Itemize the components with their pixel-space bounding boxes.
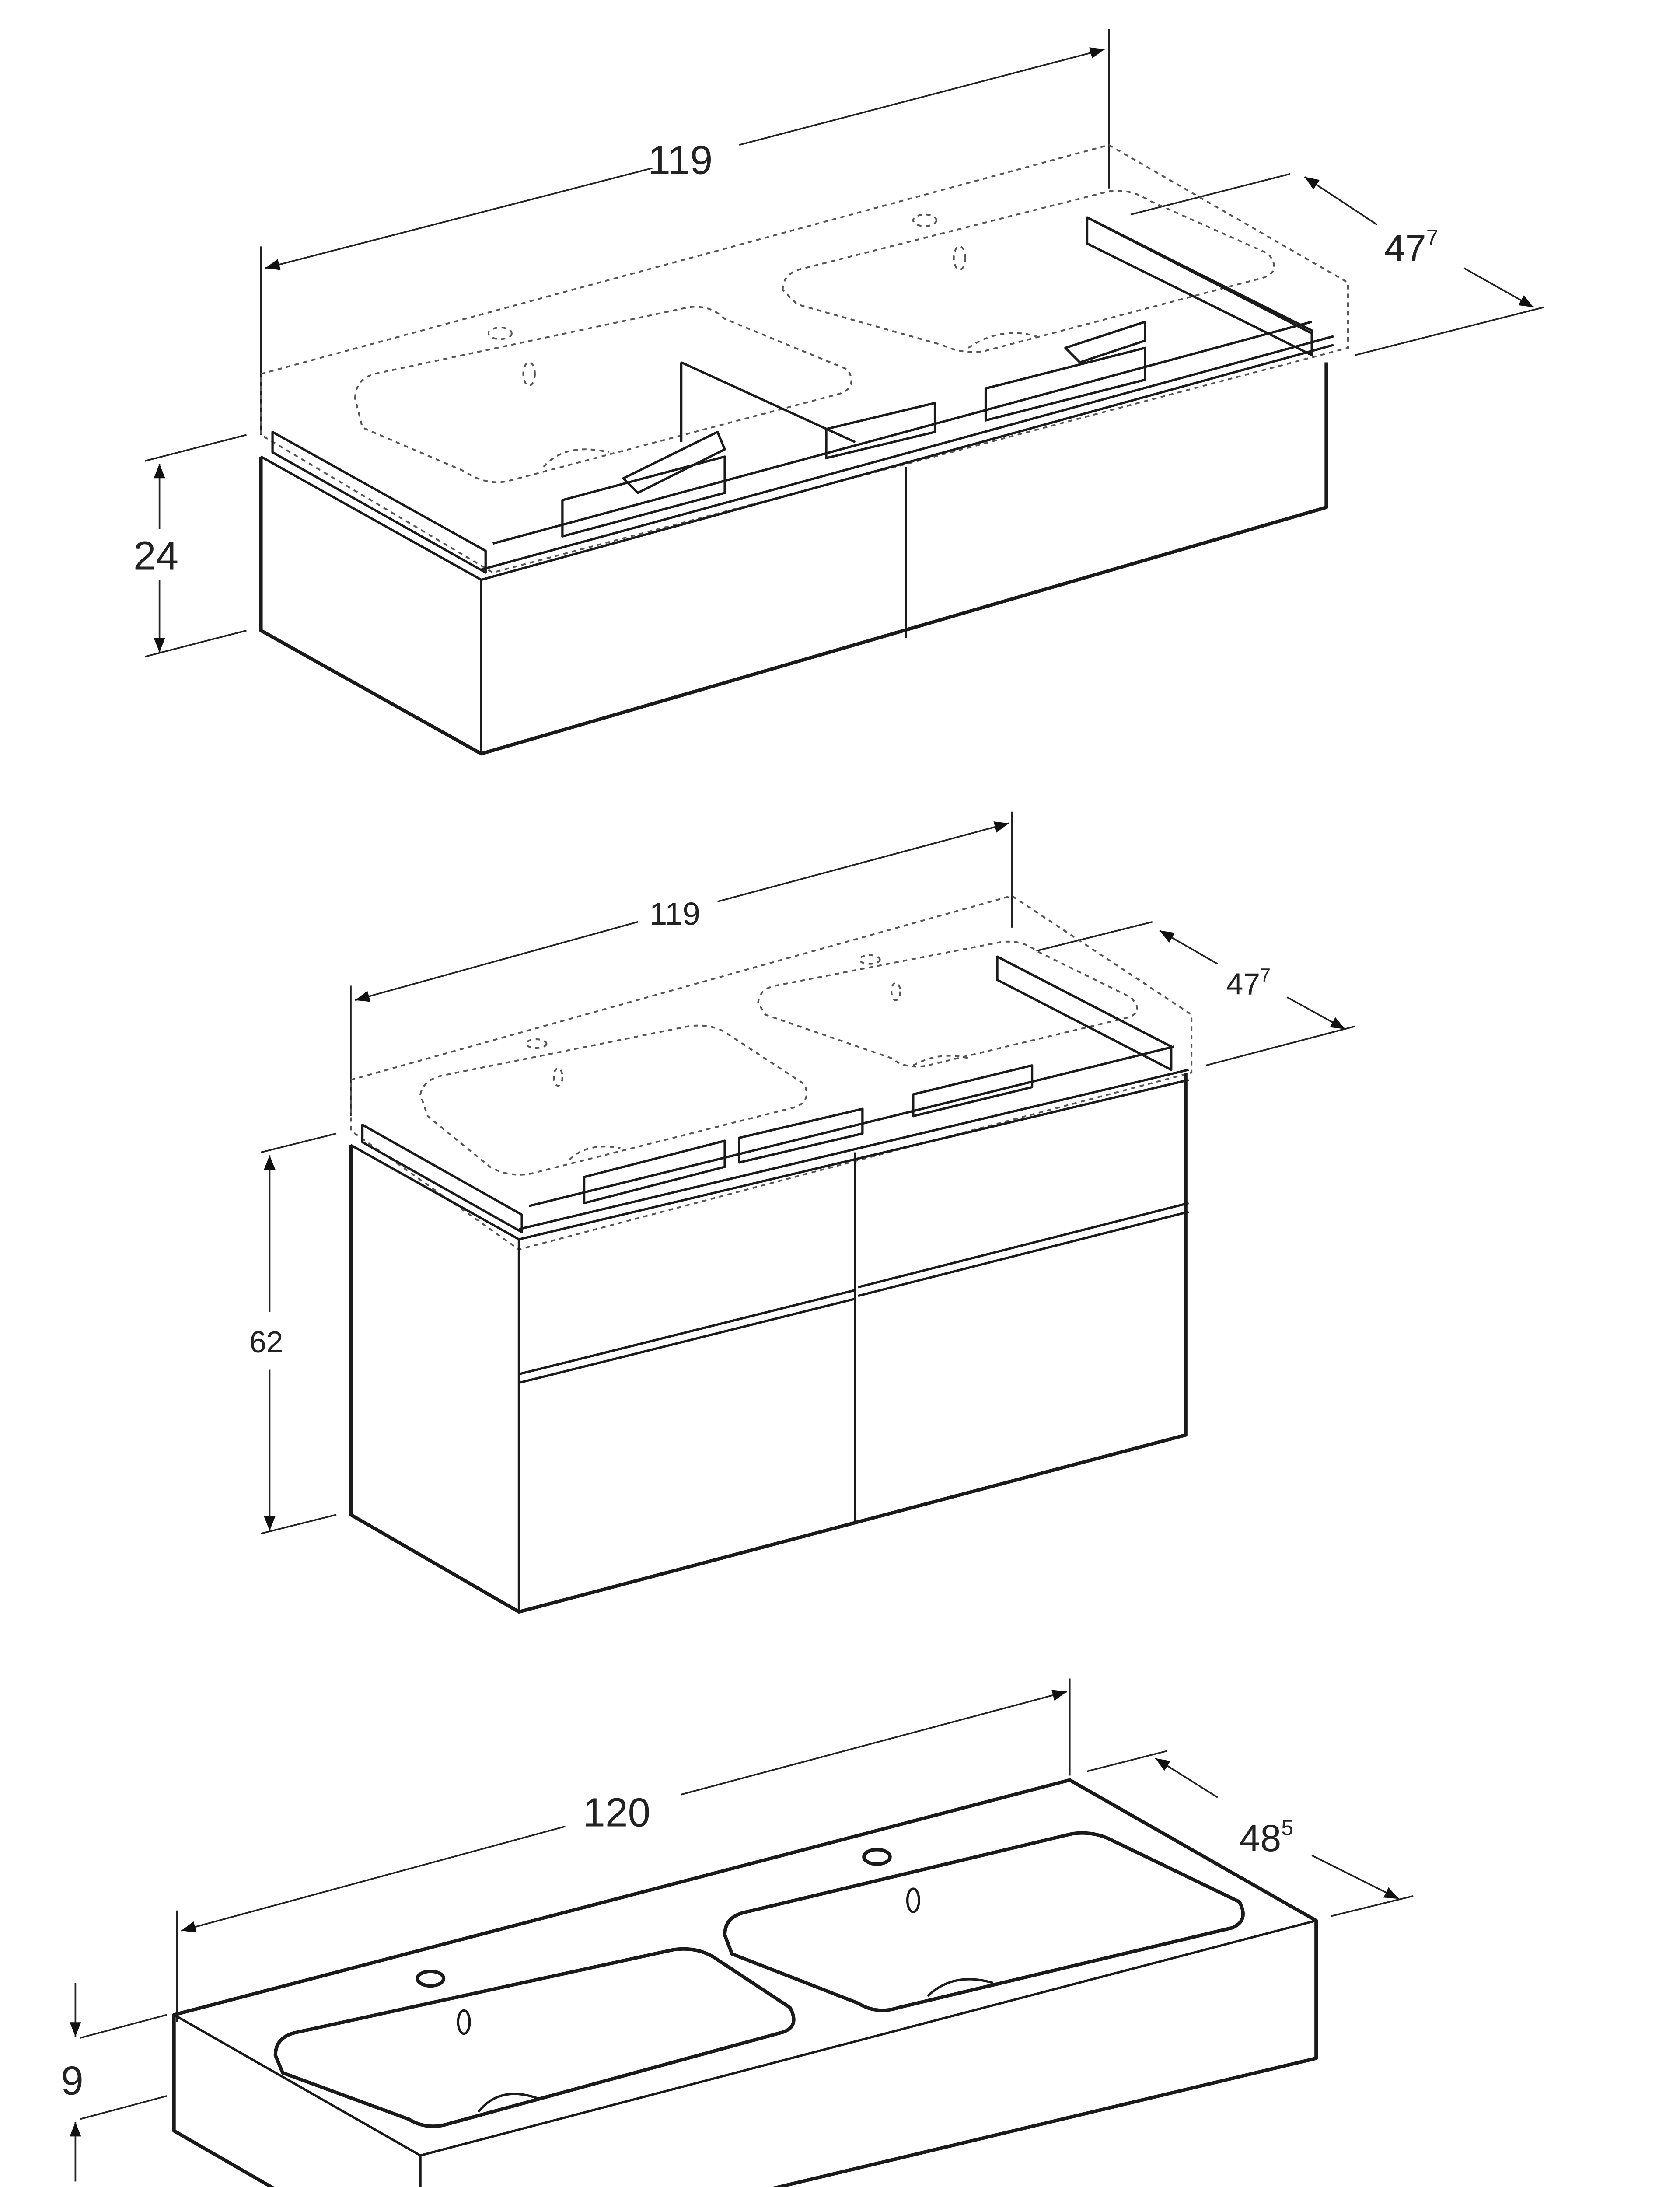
tap-hole-left xyxy=(416,1969,446,1988)
width-label: 120 xyxy=(583,1790,650,1835)
height-label: 62 xyxy=(249,1325,283,1359)
overflow-right xyxy=(906,1887,920,1913)
depth-label: 477 xyxy=(1384,225,1438,269)
drawing-vanity-low: 119 477 24 xyxy=(133,29,1544,756)
depth-label: 485 xyxy=(1239,1815,1293,1859)
overflow-left xyxy=(457,2009,471,2035)
height-label: 9 xyxy=(61,2058,84,2103)
height-label: 24 xyxy=(133,533,178,578)
drawing-vanity-four-drawers: 119 477 62 xyxy=(249,811,1356,1614)
width-label: 119 xyxy=(648,137,713,183)
width-label: 119 xyxy=(650,896,700,932)
depth-label: 477 xyxy=(1226,965,1271,1001)
drain-right xyxy=(927,1978,993,1997)
drawing-double-washbasin: 120 485 9 xyxy=(61,1678,1414,2187)
tap-hole-right xyxy=(862,1848,892,1866)
drain-left xyxy=(477,2093,540,2113)
